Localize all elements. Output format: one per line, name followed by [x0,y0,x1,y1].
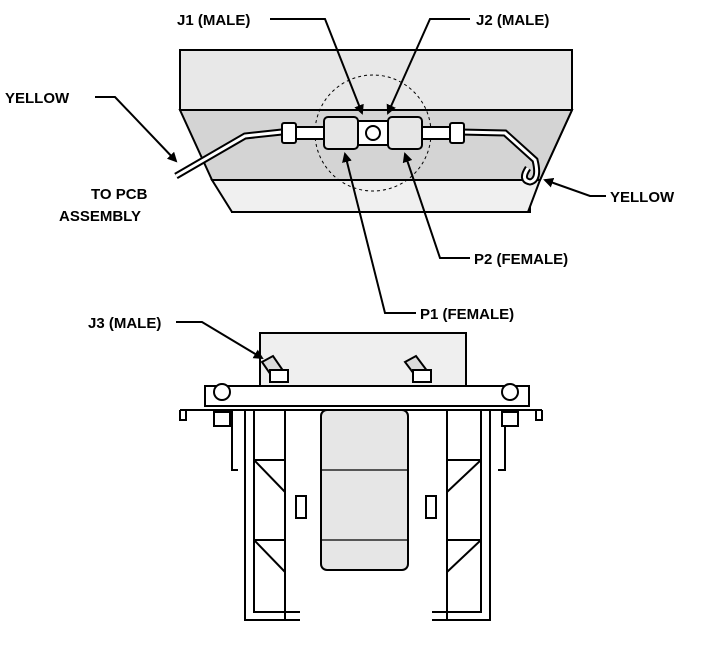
leader-j3 [176,321,264,360]
connector-j2-p2 [387,116,465,150]
label-j1: J1 (MALE) [177,12,250,29]
bottom-bracket-assembly [179,332,543,621]
label-to-pcb-line2: ASSEMBLY [59,208,141,225]
connector-center [357,120,389,146]
leader-p2 [402,152,470,259]
leader-p1 [342,152,416,314]
label-p2: P2 (FEMALE) [474,251,568,268]
connector-p1-j1 [281,116,359,150]
label-j2: J2 (MALE) [476,12,549,29]
leader-yellow-right [543,177,606,197]
leader-j1 [270,18,364,115]
label-to-pcb-line1: TO PCB [91,186,148,203]
label-yellow-left: YELLOW [5,90,70,107]
label-p1: P1 (FEMALE) [420,306,514,323]
leader-yellow-left [95,96,178,163]
label-yellow-right: YELLOW [610,189,675,206]
leader-j2 [386,18,470,115]
label-j3: J3 (MALE) [88,315,161,332]
